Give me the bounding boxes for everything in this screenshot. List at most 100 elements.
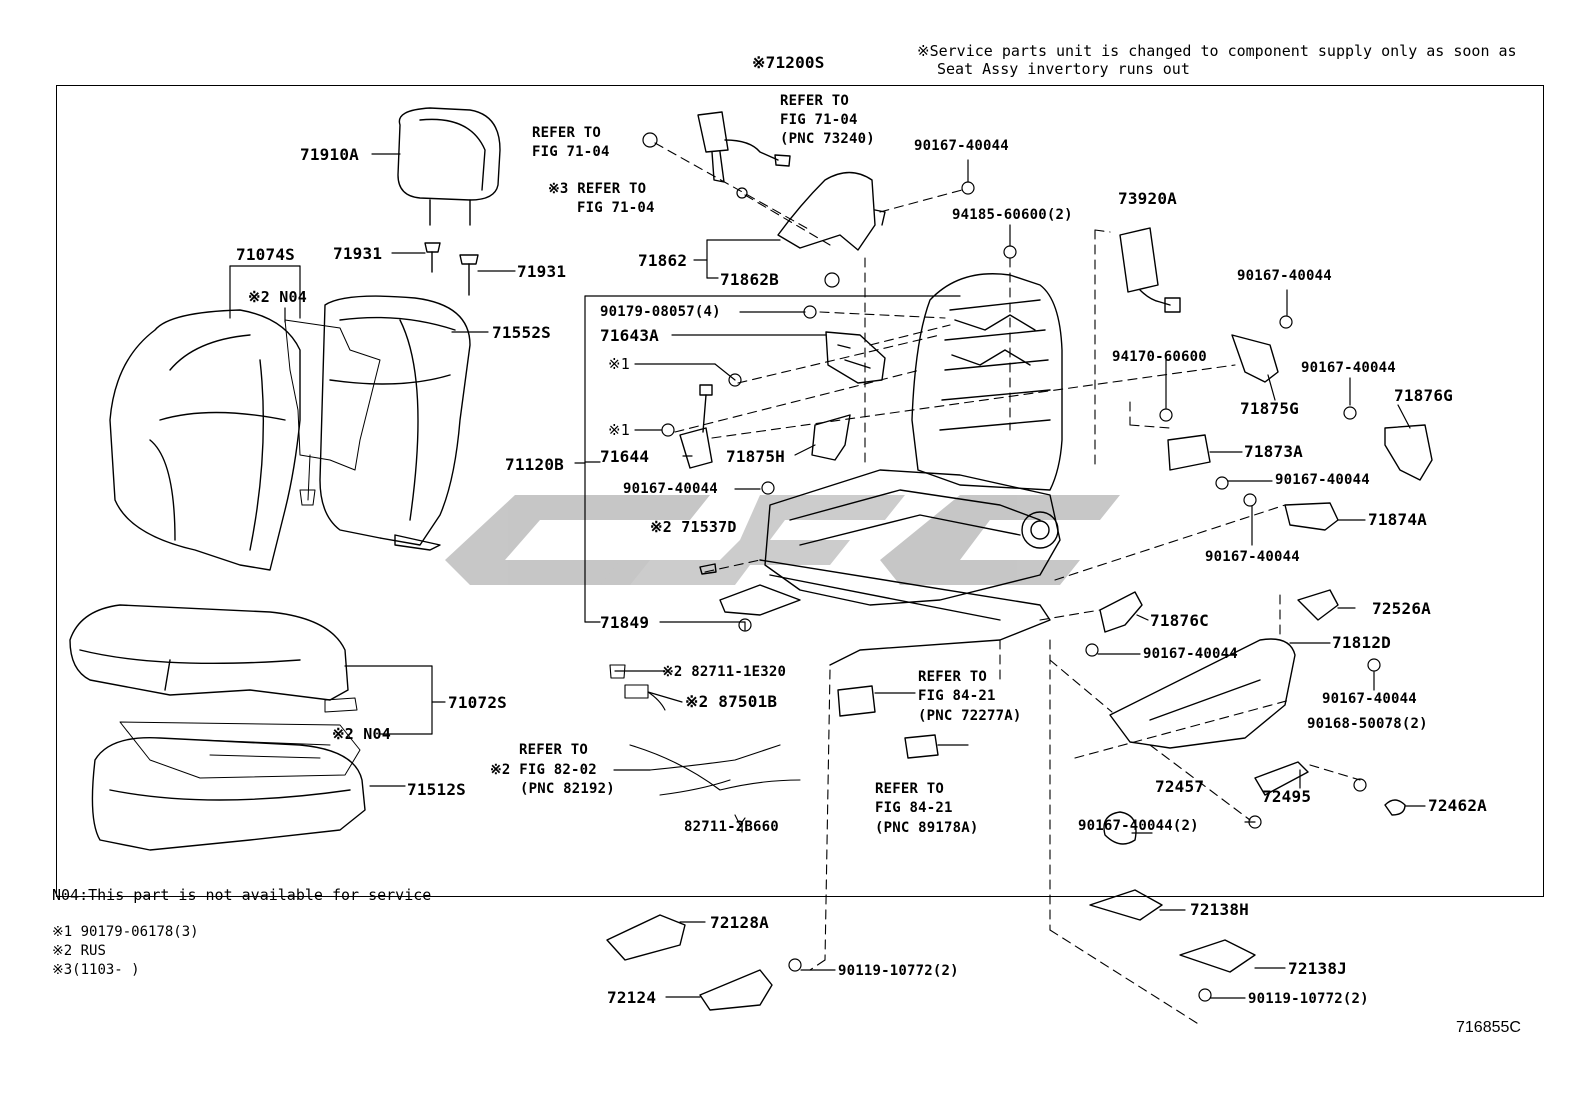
footnote-mark3: ※3(1103- ): [52, 962, 140, 978]
part-label-90167-40044-r5[interactable]: 90167-40044: [1143, 646, 1238, 662]
headrest-support-71931: [424, 242, 479, 296]
part-label-90167-40044-r3[interactable]: 90167-40044: [1275, 472, 1370, 488]
part-label-94185-60600[interactable]: 94185-60600(2): [952, 207, 1073, 223]
part-label-90167-40044-r1[interactable]: 90167-40044: [1237, 268, 1332, 284]
part-label-82711-2B660[interactable]: 82711-2B660: [684, 819, 779, 835]
part-label-72495[interactable]: 72495: [1262, 787, 1312, 806]
part-label-71862B[interactable]: 71862B: [720, 270, 779, 289]
wire-harness: [609, 664, 801, 826]
footnote-mark2: ※2 RUS: [52, 943, 106, 959]
part-label-90167-40044-r2[interactable]: 90167-40044: [1301, 360, 1396, 376]
figure-code: 716855C: [1456, 1019, 1521, 1036]
part-label-71074S[interactable]: 71074S: [236, 245, 295, 264]
part-label-71537D[interactable]: ※2 71537D: [650, 518, 737, 536]
part-label-71875H[interactable]: 71875H: [726, 447, 785, 466]
part-label-94170-60600[interactable]: 94170-60600: [1112, 349, 1207, 365]
refer-fig-71-04-a-line1[interactable]: REFER TO: [532, 125, 602, 141]
part-label-90167-40044-top[interactable]: 90167-40044: [914, 138, 1009, 154]
part-label-mark1-b[interactable]: ※1: [608, 421, 630, 439]
dashed-guides: [654, 142, 1361, 1026]
refer-fig-71-04-c-line1[interactable]: ※3 REFER TO: [548, 181, 647, 197]
refer-fig-71-04-b-line2[interactable]: FIG 71-04: [780, 112, 858, 128]
part-label-90119-10772-b[interactable]: 90119-10772(2): [1248, 991, 1369, 1007]
refer-fig-71-04-a-line2[interactable]: FIG 71-04: [532, 144, 610, 160]
part-label-n04-cushion[interactable]: ※2 N04: [332, 725, 391, 743]
part-label-71862[interactable]: 71862: [638, 251, 688, 270]
part-label-71875G[interactable]: 71875G: [1240, 399, 1299, 418]
part-label-72462A[interactable]: 72462A: [1428, 796, 1487, 815]
part-label-71072S[interactable]: 71072S: [448, 693, 507, 712]
connector-72277A: [837, 685, 876, 717]
refer-fig-82-02-line3[interactable]: (PNC 82192): [520, 781, 615, 797]
part-label-71200S[interactable]: ※71200S: [752, 53, 825, 72]
part-label-71931-b[interactable]: 71931: [517, 262, 567, 281]
footnote-mark1: ※1 90179-06178(3): [52, 924, 199, 940]
part-label-72138J[interactable]: 72138J: [1288, 959, 1347, 978]
part-label-71552S[interactable]: 71552S: [492, 323, 551, 342]
cap-72462A: [1384, 799, 1406, 816]
airbag-73920A: [1119, 227, 1181, 313]
part-label-90168-50078[interactable]: 90168-50078(2): [1307, 716, 1428, 732]
refer-fig-84-21-a-line3[interactable]: (PNC 72277A): [918, 708, 1022, 724]
part-label-90167-40044-r7[interactable]: 90167-40044(2): [1078, 818, 1199, 834]
part-label-71931-a[interactable]: 71931: [333, 244, 383, 263]
rail-71849: [719, 584, 801, 616]
cover-72128A: [606, 914, 686, 961]
refer-fig-84-21-b-line3[interactable]: (PNC 89178A): [875, 820, 979, 836]
refer-fig-71-04-b-line1[interactable]: REFER TO: [780, 93, 850, 109]
part-label-71120B[interactable]: 71120B: [505, 455, 564, 474]
part-71644: [679, 384, 713, 469]
header-note-line2: Seat Assy invertory runs out: [937, 60, 1190, 78]
part-label-71644[interactable]: 71644: [600, 447, 650, 466]
part-label-71876C[interactable]: 71876C: [1150, 611, 1209, 630]
heater-sheet-N04: [284, 319, 381, 506]
leader-lines: [229, 153, 1426, 999]
part-label-71876G[interactable]: 71876G: [1394, 386, 1453, 405]
refer-fig-82-02-line1[interactable]: REFER TO: [519, 742, 589, 758]
part-label-82711-1E320[interactable]: ※2 82711-1E320: [662, 664, 787, 680]
part-label-72124[interactable]: 72124: [607, 988, 657, 1007]
bracket-71875H: [811, 414, 851, 461]
cover-72138J: [1179, 939, 1256, 973]
refer-fig-84-21-b-line1[interactable]: REFER TO: [875, 781, 945, 797]
part-label-72128A[interactable]: 72128A: [710, 913, 769, 932]
knob-72457: [1103, 811, 1137, 845]
part-label-71873A[interactable]: 71873A: [1244, 442, 1303, 461]
cover-71873A: [1167, 434, 1211, 471]
connector-89178A: [904, 734, 939, 759]
part-label-71874A[interactable]: 71874A: [1368, 510, 1427, 529]
part-label-71643A[interactable]: 71643A: [600, 326, 659, 345]
shield-71812D: [1109, 638, 1296, 749]
seatback-pad-71552S: [319, 295, 471, 551]
part-label-73920A[interactable]: 73920A: [1118, 189, 1177, 208]
cover-71876C: [1099, 591, 1143, 633]
refer-fig-84-21-a-line1[interactable]: REFER TO: [918, 669, 988, 685]
part-label-72138H[interactable]: 72138H: [1190, 900, 1249, 919]
headrest-71910A: [397, 107, 501, 226]
refer-fig-82-02-line2[interactable]: ※2 FIG 82-02: [490, 762, 597, 778]
refer-fig-71-04-b-line3[interactable]: (PNC 73240): [780, 131, 875, 147]
cover-71876G: [1384, 424, 1433, 481]
bracket-71875G: [1231, 334, 1279, 383]
diagram-frame: [56, 85, 1544, 897]
cover-72526A: [1297, 589, 1339, 621]
part-label-71812D[interactable]: 71812D: [1332, 633, 1391, 652]
refer-fig-71-04-c-line2[interactable]: FIG 71-04: [577, 200, 655, 216]
part-label-71512S[interactable]: 71512S: [407, 780, 466, 799]
part-label-90167-40044-mid[interactable]: 90167-40044: [623, 481, 718, 497]
part-label-mark1-a[interactable]: ※1: [608, 355, 630, 373]
part-label-90167-40044-r6[interactable]: 90167-40044: [1322, 691, 1417, 707]
header-note-line1: ※Service parts unit is changed to compon…: [917, 42, 1517, 60]
part-label-90179-08057[interactable]: 90179-08057(4): [600, 304, 721, 320]
part-label-90119-10772-a[interactable]: 90119-10772(2): [838, 963, 959, 979]
part-label-90167-40044-r4[interactable]: 90167-40044: [1205, 549, 1300, 565]
refer-fig-84-21-a-line2[interactable]: FIG 84-21: [918, 688, 996, 704]
part-label-n04-back[interactable]: ※2 N04: [248, 288, 307, 306]
part-label-71849[interactable]: 71849: [600, 613, 650, 632]
part-label-87501B[interactable]: ※2 87501B: [685, 692, 778, 711]
seat-belt-buckle: [697, 111, 791, 183]
part-label-72457[interactable]: 72457: [1155, 777, 1205, 796]
refer-fig-84-21-b-line2[interactable]: FIG 84-21: [875, 800, 953, 816]
part-label-71910A[interactable]: 71910A: [300, 145, 359, 164]
part-label-72526A[interactable]: 72526A: [1372, 599, 1431, 618]
